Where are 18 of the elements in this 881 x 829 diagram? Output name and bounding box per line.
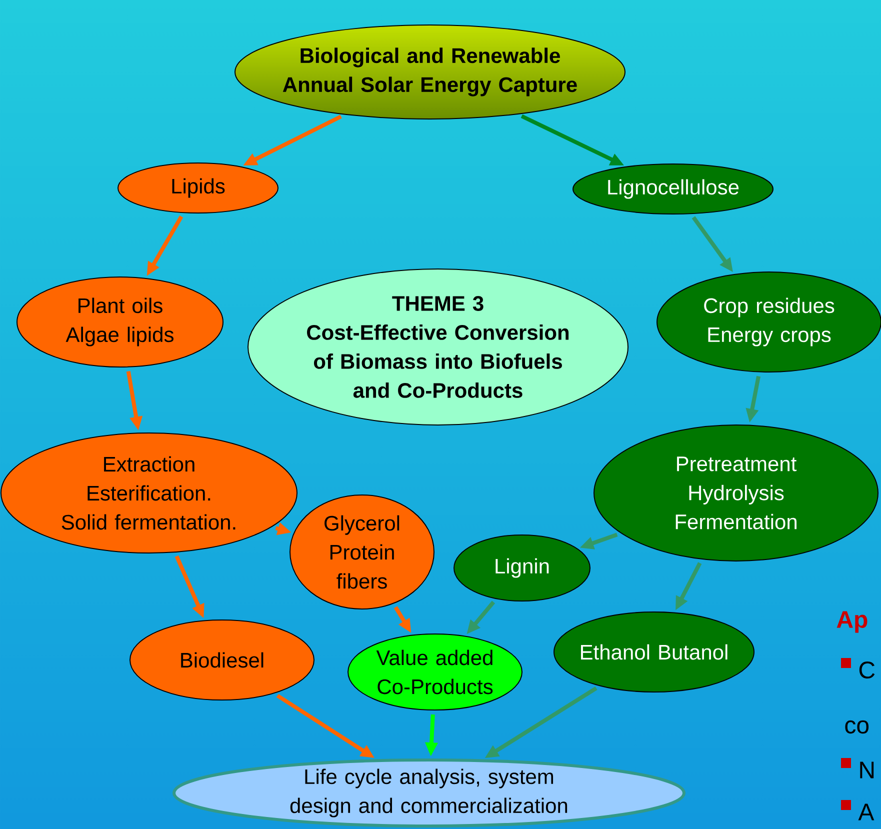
bullet-text: C — [859, 662, 875, 678]
ellipse-node: THEME 3 Cost-Effective Conversion of Biomass into Biofuels and Co-Products — [248, 268, 628, 426]
ellipse-node: Crop residues Energy crops — [656, 272, 881, 372]
ellipse-node: Pretreatment Hydrolysis Fermentation — [594, 424, 878, 562]
ellipse-node: Plant oils Algae lipids — [16, 276, 224, 368]
ellipse-node: Value added Co-Products — [348, 634, 522, 710]
bullet-text: N — [860, 762, 874, 778]
heading-text: Ap — [836, 611, 868, 633]
bullet-text: A — [858, 804, 874, 820]
ellipse-node: Glycerol Protein fibers — [290, 494, 434, 610]
ellipse-node: Lignocellulose — [572, 164, 774, 214]
ellipse-node: Lignin — [454, 534, 590, 602]
ellipse-node: Extraction Esterification. Solid fermentation. — [0, 432, 298, 554]
ellipse-node: Biodiesel — [130, 620, 314, 700]
ellipse-node: Ethanol Butanol — [554, 612, 754, 692]
ellipse-node: Life cycle analysis, system design and commercialization — [172, 758, 686, 828]
ellipse-node: Lipids — [118, 162, 278, 214]
bullet-text: co — [845, 720, 869, 734]
